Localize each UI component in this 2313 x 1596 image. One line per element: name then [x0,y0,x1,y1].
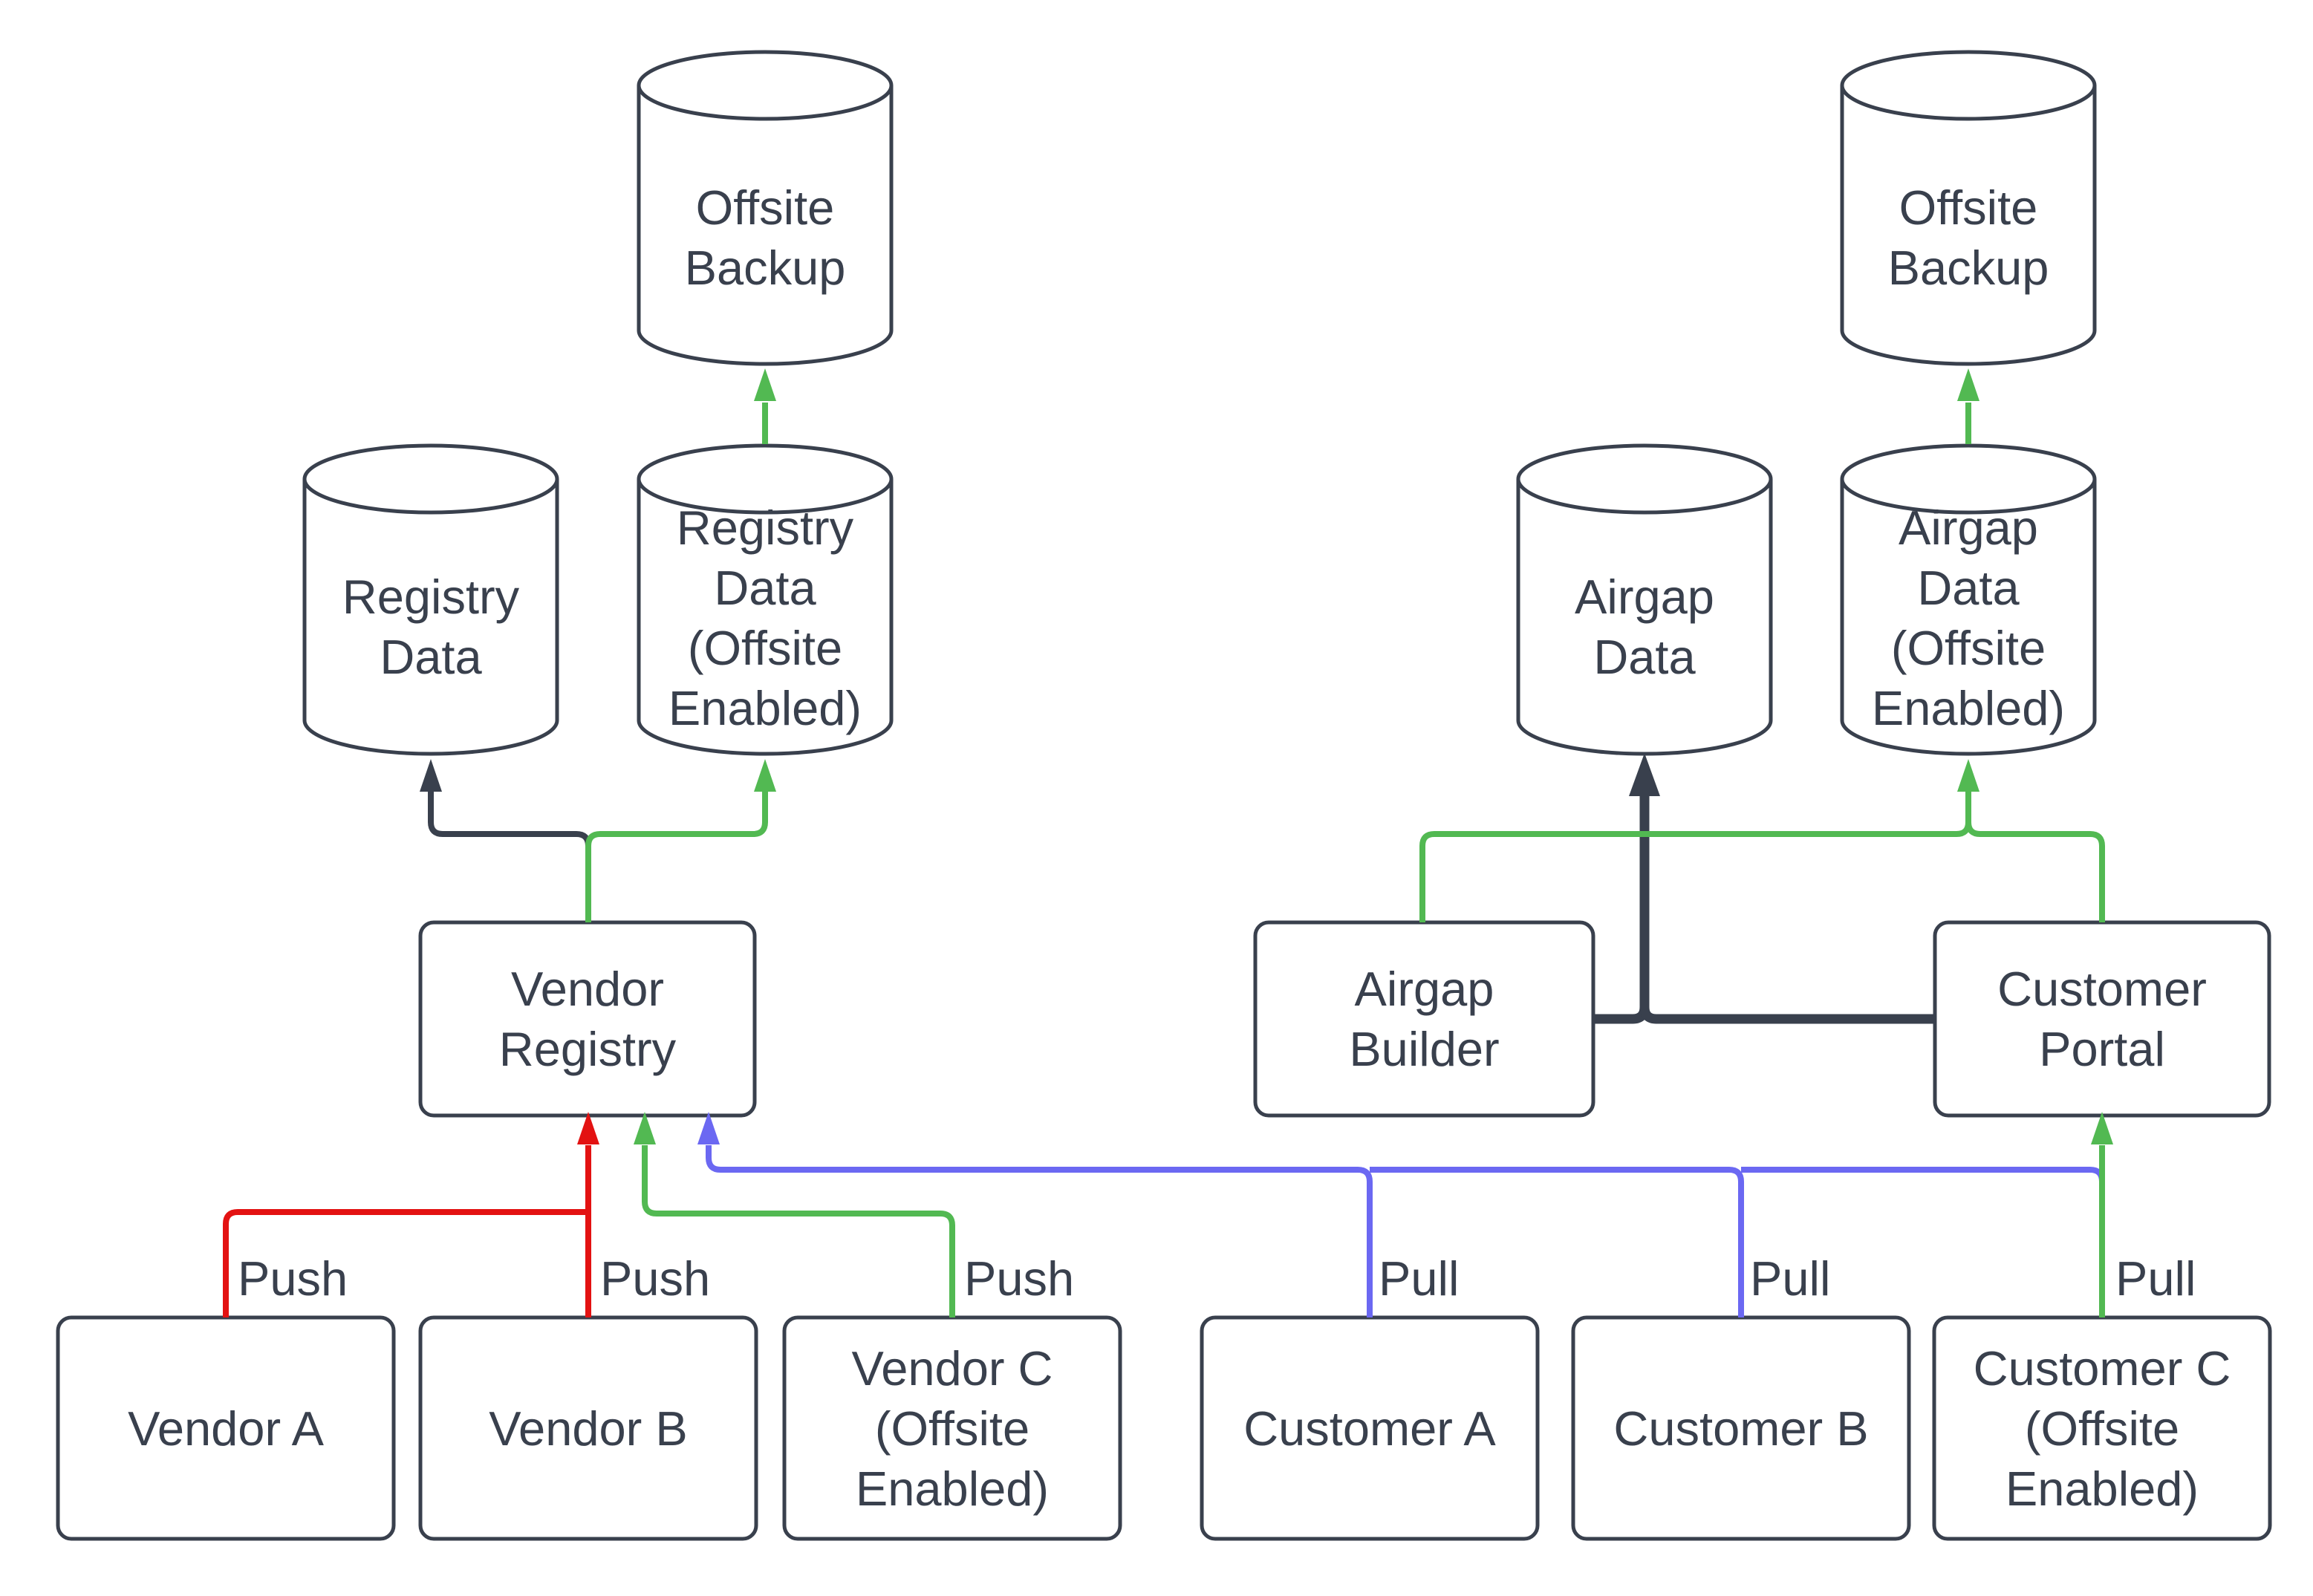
edge-label-pull-customer-b: Pull [1750,1251,1831,1306]
edge-vendor-a-to-vendor-registry [223,1209,585,1317]
arrowhead-push-offsite-into-vendor-registry [634,1112,656,1144]
arrowhead-registry-data [420,759,442,792]
arrowhead-airgap-data-offsite [1957,759,1979,792]
cylinder-airgap-data [1516,443,1773,756]
edge-customer-portal-to-airgap-data-offsite [1965,790,2105,922]
label-airgap-data-offsite: Airgap Data (Offsite Enabled) [1871,501,2066,735]
arrowhead-offsite-backup-right [1957,368,1979,401]
label-vendor-registry: Vendor Registry [498,962,677,1076]
label-airgap-data: Airgap Data [1575,570,1714,684]
cylinder-body [302,479,559,756]
cylinder-top [302,443,559,515]
label-offsite-backup-right: Offsite Backup [1887,180,2049,295]
cylinder-registry-data [302,443,559,756]
cylinder-body [1840,85,2097,366]
label-registry-data-offsite: Registry Data (Offsite Enabled) [668,501,862,735]
arrowhead-push-into-vendor-registry [577,1112,599,1144]
cylinder-offsite-backup-left [637,50,894,366]
arrowhead-offsite-backup-left [754,368,776,401]
edge-label-push-vendor-b: Push [600,1251,711,1306]
cylinder-offsite-backup-right [1840,50,2097,366]
label-vendor-a: Vendor A [128,1401,324,1456]
edge-customer-portal-to-airgap-data [1639,795,1935,1024]
cylinder-body [637,479,894,756]
label-airgap-builder: Airgap Builder [1349,962,1500,1076]
cylinder-top [637,443,894,515]
cylinder-registry-data-offsite [637,443,894,756]
edge-label-pull-customer-a: Pull [1379,1251,1460,1306]
label-customer-a: Customer A [1243,1401,1496,1456]
edge-label-pull-customer-c: Pull [2115,1251,2196,1306]
arrowhead-pull-into-customer-portal [2091,1112,2113,1144]
cylinder-top [1516,443,1773,515]
cylinder-airgap-data-offsite [1840,443,2097,756]
label-registry-data: Registry Data [342,570,520,684]
cylinder-body [637,85,894,366]
edge-vendor-registry-to-registry-data [428,790,591,922]
label-customer-portal: Customer Portal [1997,962,2207,1076]
edge-customer-b-to-vendor-registry [1370,1167,1744,1317]
edge-airgap-builder-to-airgap-data [1593,795,1650,1024]
label-vendor-c: Vendor C (Offsite Enabled) [851,1341,1053,1516]
edge-airgap-builder-to-airgap-data-offsite [1419,790,1971,922]
edge-customer-a-to-vendor-registry [706,1145,1373,1317]
cylinder-top [1840,50,2097,121]
label-vendor-b: Vendor B [489,1401,688,1456]
cylinder-top [637,50,894,121]
edge-vendor-c-to-vendor-registry [642,1145,955,1317]
label-offsite-backup-left: Offsite Backup [684,180,846,295]
arrowhead-pull-into-vendor-registry [697,1112,720,1144]
label-customer-c: Customer C (Offsite Enabled) [1973,1341,2231,1516]
edge-label-push-vendor-c: Push [964,1251,1075,1306]
arrowhead-airgap-data [1629,753,1660,796]
cylinder-body [1840,479,2097,756]
edge-vendor-registry-to-registry-data-offsite [585,790,768,922]
edge-label-push-vendor-a: Push [238,1251,348,1306]
arrowhead-registry-data-offsite [754,759,776,792]
label-customer-b: Customer B [1613,1401,1869,1456]
cylinder-top [1840,443,2097,515]
